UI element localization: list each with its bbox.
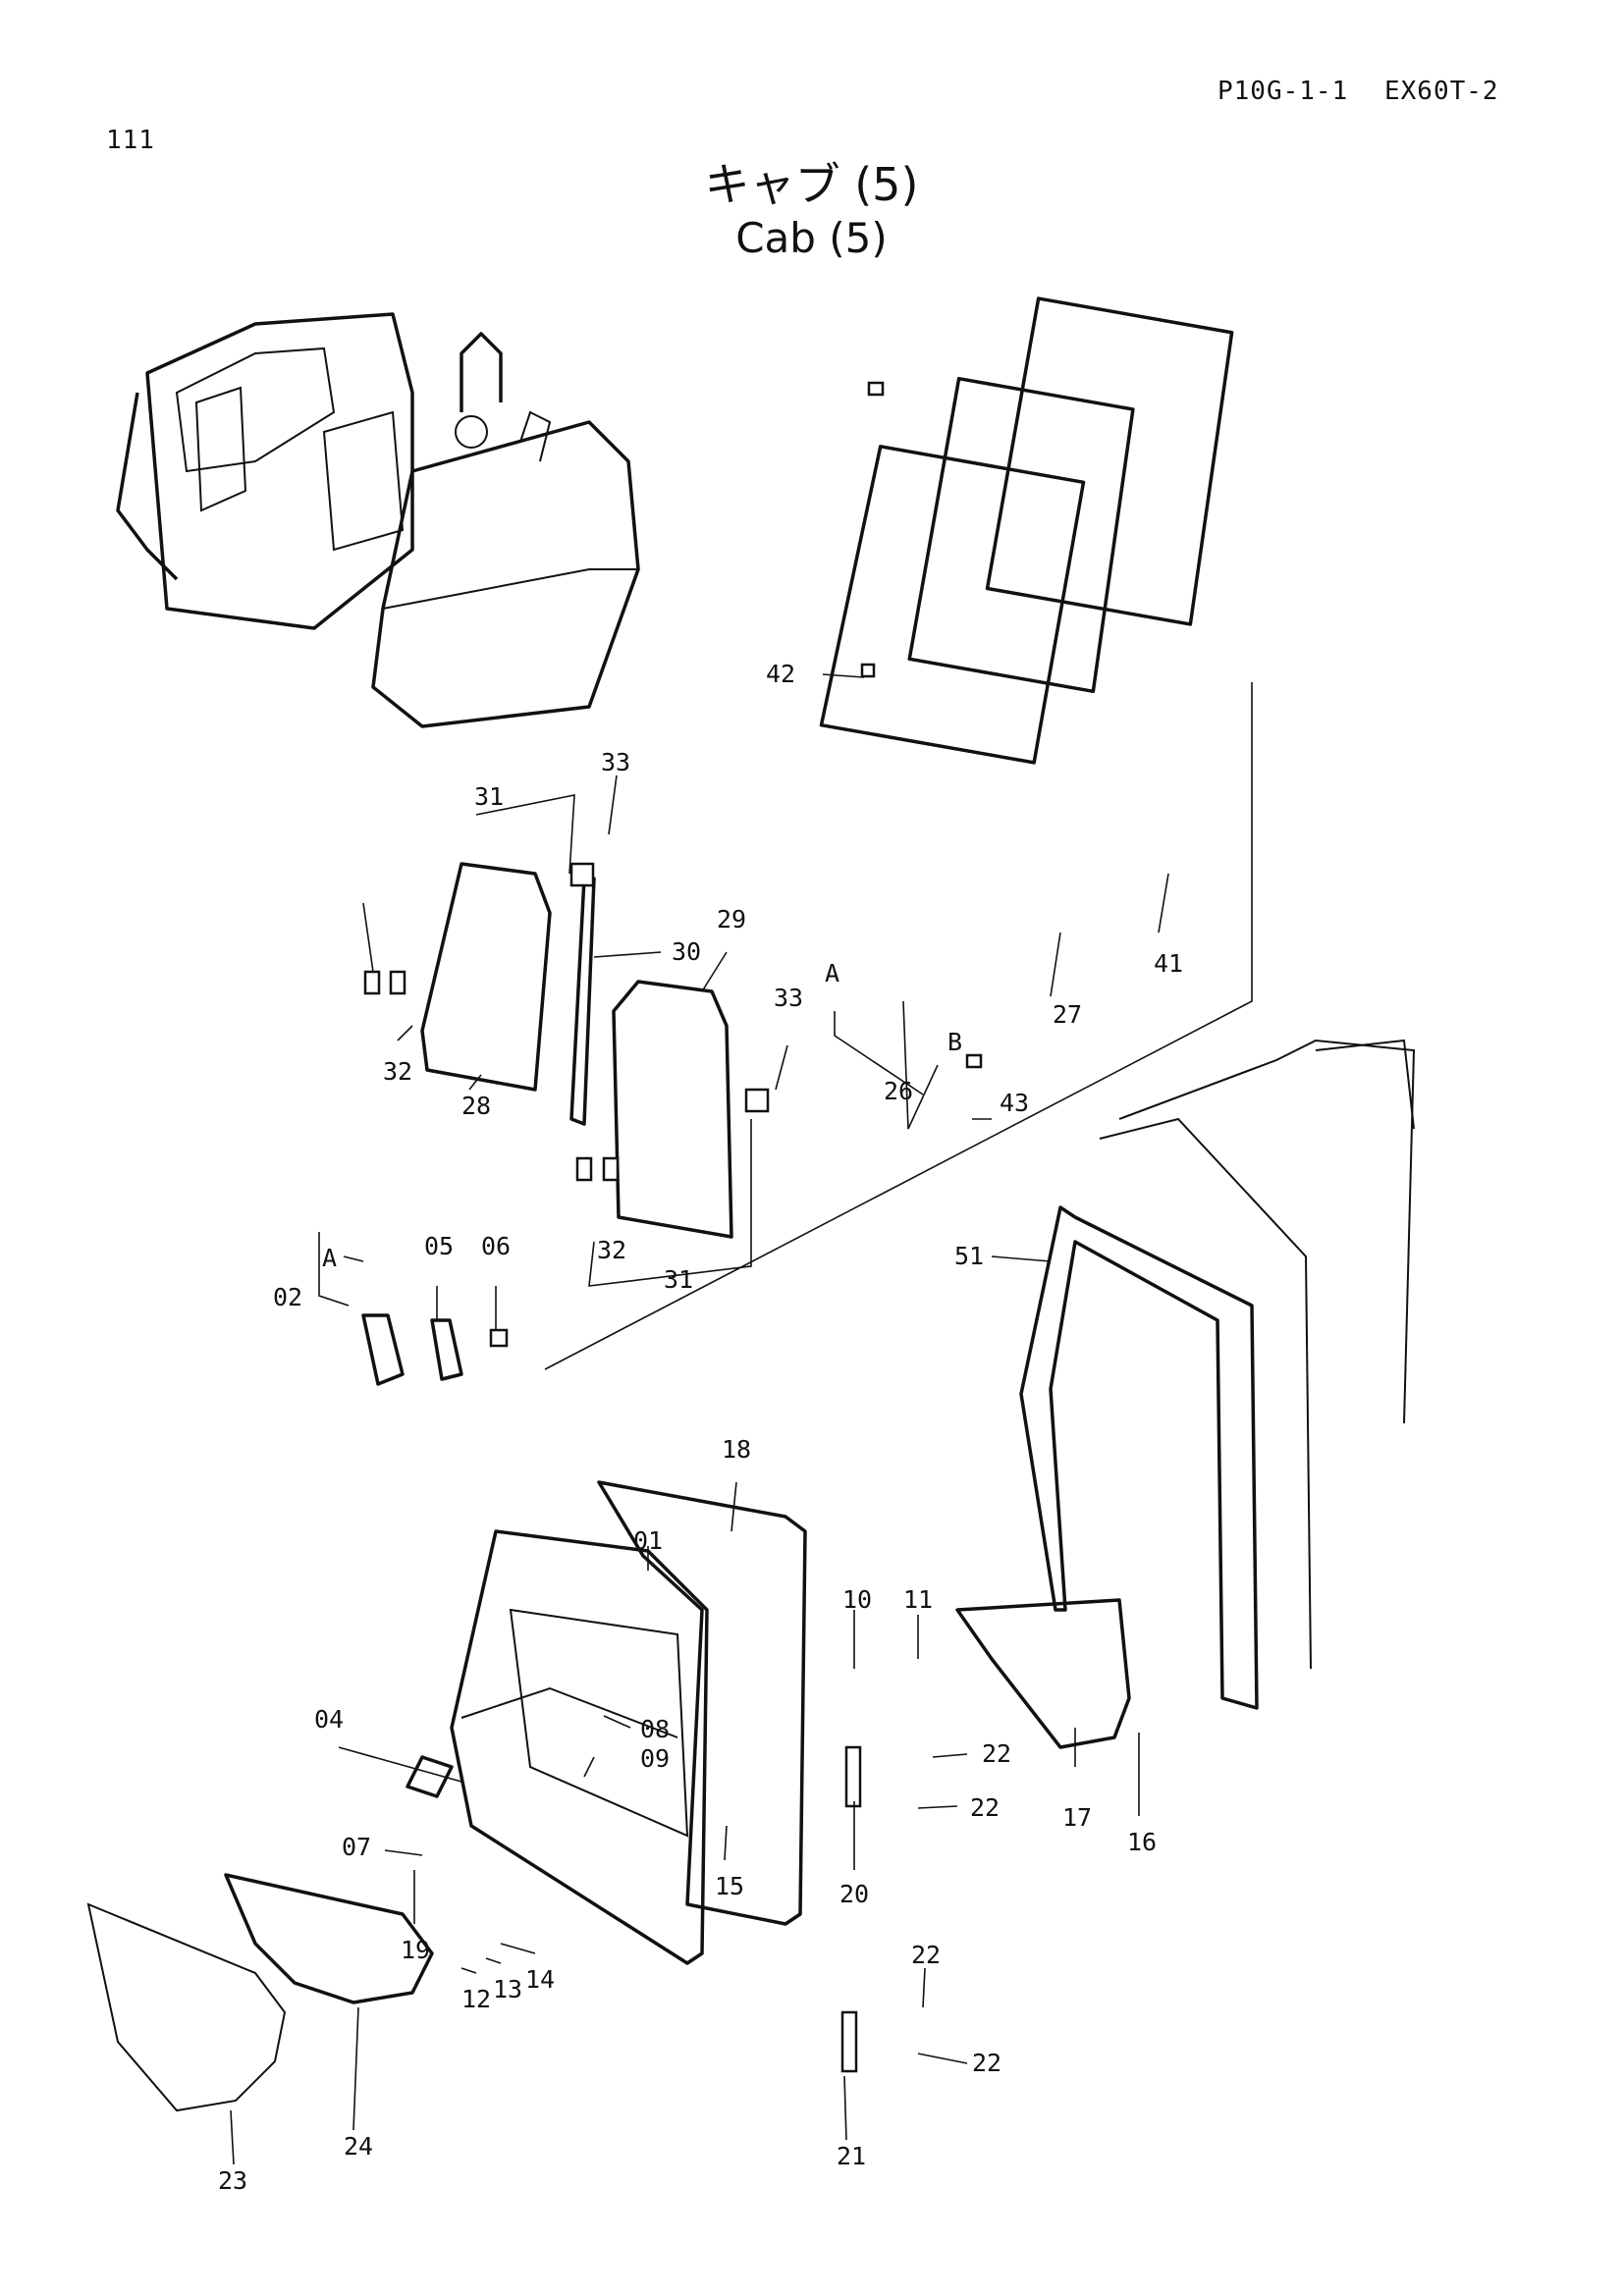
callout-02: 02 [273,1283,302,1311]
callout-01: 01 [633,1526,663,1555]
lower-glass-and-seal [86,1873,434,2112]
callout-31-lower: 31 [664,1265,693,1294]
callout-33-upper: 33 [601,748,630,776]
leader-lines [230,673,1169,2165]
callout-B: B [947,1028,962,1056]
callout-26: 26 [884,1077,913,1105]
callout-14: 14 [525,1965,555,1994]
callout-31-upper: 31 [474,782,504,811]
lock-handle-parts [361,1313,509,1798]
callout-19: 19 [401,1936,430,1964]
callout-20: 20 [839,1880,869,1908]
callout-22-b: 22 [970,1793,1000,1822]
callout-17: 17 [1062,1803,1092,1832]
callout-12: 12 [461,1985,491,2013]
callout-labels: 42 33 31 30 29 32 28 33 A B 26 27 41 43 … [218,660,1183,2195]
callout-22-a: 22 [982,1739,1011,1768]
callout-10: 10 [842,1585,872,1614]
callout-23: 23 [218,2166,247,2195]
callout-06: 06 [481,1232,511,1260]
callout-28: 28 [461,1092,491,1120]
callout-30: 30 [672,937,701,966]
page-number: 111 [106,126,155,155]
callout-16: 16 [1127,1828,1157,1856]
callout-18: 18 [722,1435,751,1464]
page-title-japanese: キャブ (5) [704,158,919,211]
callout-32-lower: 32 [597,1236,626,1264]
callout-24: 24 [344,2132,373,2161]
sliding-glass-panels [363,862,770,1239]
callout-27: 27 [1053,1000,1082,1029]
callout-22-c: 22 [911,1941,941,1969]
door-assembly [450,1480,1131,2073]
model-code: EX60T-2 [1384,77,1499,106]
callout-22-d: 22 [972,2049,1001,2077]
drawing-code: P10G-1-1 [1217,77,1349,106]
callout-A-lower: A [322,1244,337,1272]
callout-42: 42 [766,660,795,688]
callout-08: 08 [640,1715,670,1743]
cab-frame-and-seal [1019,1039,1416,1710]
page-title-english: Cab (5) [735,214,888,262]
callout-11: 11 [903,1585,933,1614]
callout-13: 13 [493,1975,522,2003]
callout-A-upper: A [825,959,839,988]
callout-43: 43 [1000,1089,1029,1117]
callout-41: 41 [1154,949,1183,978]
callout-09: 09 [640,1744,670,1773]
callout-29: 29 [717,905,746,934]
callout-33-lower: 33 [774,984,803,1012]
callout-04: 04 [314,1705,344,1734]
window-seals-upper [544,296,1253,1370]
machine-overview-illustration [116,312,640,728]
callout-21: 21 [837,2142,866,2170]
callout-51: 51 [954,1242,984,1270]
callout-15: 15 [715,1872,744,1900]
callout-05: 05 [424,1232,454,1260]
callout-07: 07 [342,1833,371,1861]
callout-32-upper: 32 [383,1057,412,1086]
